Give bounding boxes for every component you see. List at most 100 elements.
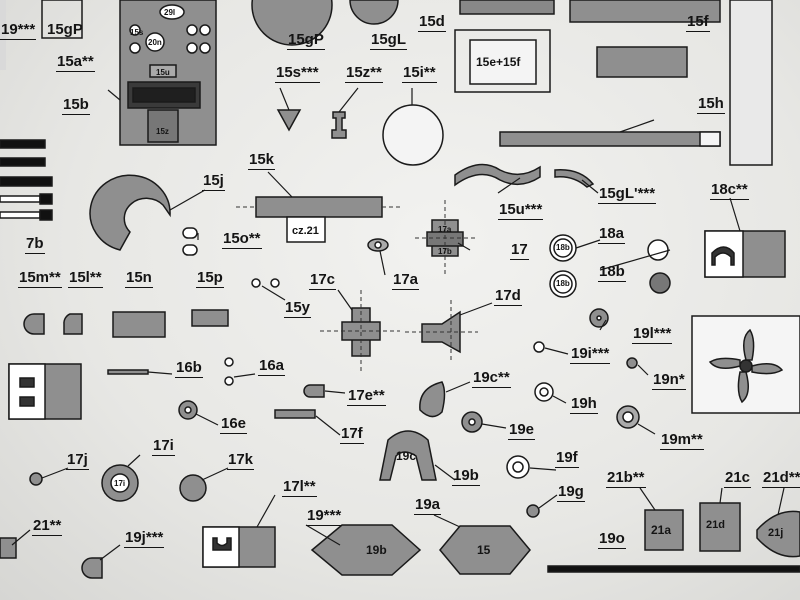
part-15p: [191, 309, 229, 327]
part-15i: [382, 104, 444, 166]
part-19n: [626, 357, 638, 369]
part-15u: [454, 163, 541, 187]
label-15z: 15z**: [345, 64, 383, 83]
label-19h: 19h: [570, 395, 598, 414]
label-15h: 15h: [697, 95, 725, 114]
part-16a-1: [224, 357, 234, 367]
part-15o-2: [182, 244, 198, 256]
part-17e: [303, 384, 325, 398]
label-15f: 15f: [686, 13, 710, 32]
label-19m: 19m**: [660, 431, 704, 450]
text-15u: 15u: [156, 68, 170, 77]
label-21: 21**: [32, 517, 63, 536]
part-15y-1: [251, 278, 261, 288]
label-15u: 15u***: [498, 201, 544, 220]
text-19b: 19b: [366, 543, 387, 557]
label-19g: 19g: [557, 483, 585, 502]
label-21c: 21c: [724, 469, 752, 488]
part-16b: [107, 369, 149, 375]
text-17b-small: 17b: [438, 247, 452, 256]
label-18c: 18c**: [710, 181, 749, 200]
text-21d: 21d: [706, 519, 725, 531]
part-21b: [644, 509, 684, 551]
part-18b-2: [649, 272, 671, 294]
part-15y-2: [270, 278, 280, 288]
part-15h: [499, 131, 721, 147]
label-19l: 19l***: [632, 325, 673, 344]
label-7b: 7b: [25, 235, 45, 254]
part-19o: [547, 565, 800, 573]
part-15gP: [251, 0, 333, 46]
text-18b-2: 18b: [556, 279, 570, 288]
part-15gL: [349, 0, 399, 25]
label-19j: 19j***: [124, 529, 165, 548]
part-19c: [419, 381, 446, 418]
part-16a-2: [224, 376, 234, 386]
label-19f: 19f: [555, 449, 579, 468]
text-cz21: cz.21: [292, 225, 319, 237]
label-15s: 15s***: [275, 64, 320, 83]
label-15l: 15l**: [68, 269, 103, 288]
label-15gP-top: 15gP: [47, 21, 83, 38]
label-17k: 17k: [227, 451, 255, 470]
label-19e: 19e: [508, 421, 536, 440]
label-16e: 16e: [220, 415, 248, 434]
part-21: [0, 537, 17, 559]
part-top-right: [569, 0, 721, 23]
label-19o: 19o: [598, 530, 626, 549]
label-15gP: 15gP: [287, 31, 325, 50]
label-15p: 15p: [196, 269, 224, 288]
part-15a: [41, 0, 83, 39]
label-16a: 16a: [258, 357, 286, 376]
part-15d: [454, 29, 551, 93]
label-15n: 15n: [125, 269, 153, 288]
part-19j: [81, 557, 103, 579]
part-15: [439, 525, 531, 575]
label-15gL-prime: 15gL'***: [598, 185, 657, 204]
label-15k: 15k: [248, 151, 276, 170]
part-left-edge: [0, 0, 6, 70]
text-21j: 21j: [768, 527, 784, 539]
label-19n: 19n*: [652, 371, 686, 390]
part-15o-1: [182, 227, 198, 239]
text-19c: 19c: [396, 449, 417, 463]
text-21a: 21a: [651, 523, 672, 537]
part-19b-horseshoe: [379, 430, 437, 481]
label-17l: 17l**: [282, 478, 317, 497]
label-15d: 15d: [418, 13, 446, 32]
label-19i: 19i***: [570, 345, 611, 364]
label-15a: 15a**: [56, 53, 95, 72]
label-19: 19***: [0, 21, 37, 40]
label-15i: 15i**: [402, 64, 437, 83]
part-15k: [255, 196, 383, 218]
label-19a: 19a: [414, 496, 442, 515]
label-17d: 17d: [494, 287, 522, 306]
part-19g: [526, 504, 540, 518]
label-17c: 17c: [309, 271, 337, 290]
part-15m: [23, 313, 45, 335]
label-19c: 19c**: [472, 369, 511, 388]
label-19: 19***: [306, 507, 343, 526]
label-16b: 16b: [175, 359, 203, 378]
label-15b: 15b: [62, 96, 90, 115]
label-15m: 15m**: [18, 269, 62, 288]
part-21d: [756, 510, 800, 558]
text-20n: 20n: [148, 38, 162, 47]
label-17: 17: [510, 241, 529, 260]
text-15s: 15s: [130, 28, 144, 37]
part-17j: [29, 472, 43, 486]
part-17f: [274, 409, 316, 419]
label-21b: 21b**: [606, 469, 646, 488]
text-17a-small: 17a: [438, 225, 452, 234]
label-15y: 15y: [284, 299, 312, 318]
text-15: 15: [477, 543, 491, 557]
text-17i: 17i: [114, 479, 126, 488]
label-17f: 17f: [340, 425, 364, 444]
label-15gL: 15gL: [370, 31, 408, 50]
label-18b: 18b: [598, 263, 626, 282]
part-15l: [63, 313, 83, 335]
part-19i: [533, 341, 545, 353]
part-21c: [699, 502, 741, 552]
